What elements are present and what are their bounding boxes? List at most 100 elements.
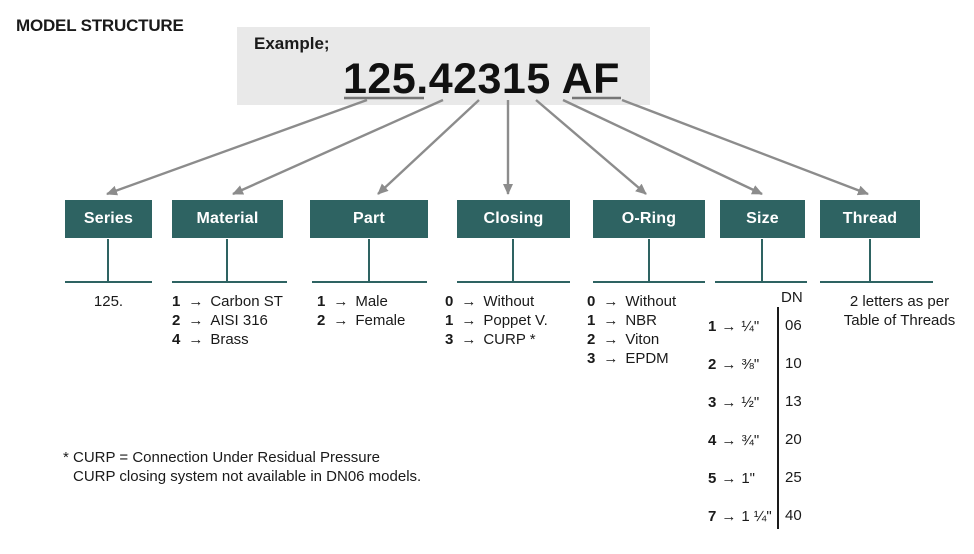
item-code: 4 bbox=[172, 331, 181, 348]
item-code: 5 bbox=[708, 469, 717, 487]
size-item: 4→¾" bbox=[708, 421, 772, 459]
box-part-label: Part bbox=[353, 210, 385, 227]
closing-list: 0 → Without 1 → Poppet V. 3→CURP * bbox=[445, 292, 548, 349]
item-code: 1 bbox=[587, 312, 596, 329]
item-code: 1 bbox=[445, 312, 454, 329]
thread-note-line1: 2 letters as per bbox=[849, 293, 950, 310]
list-item: 1→Male bbox=[317, 292, 405, 311]
arrow-glyph: → bbox=[721, 507, 737, 525]
item-desc: AISI 316 bbox=[210, 312, 268, 329]
dn-column-header: DN bbox=[781, 289, 803, 306]
arrow-glyph: → bbox=[603, 350, 619, 367]
dn-value: 13 bbox=[785, 393, 802, 410]
box-series: Series bbox=[65, 200, 152, 238]
arrow-glyph: → bbox=[721, 317, 737, 335]
arrow-glyph: → bbox=[721, 393, 737, 411]
box-oring-label: O-Ring bbox=[621, 210, 677, 227]
oring-list: 0 → Without 1 → NBR 2→Viton 3 → EPDM bbox=[587, 292, 676, 368]
item-code: 2 bbox=[708, 355, 717, 373]
item-code: 3 bbox=[587, 350, 596, 367]
list-item: 2→Viton bbox=[587, 330, 676, 349]
stem-bar-part bbox=[312, 281, 427, 283]
stem-series bbox=[107, 239, 109, 283]
dn-value: 06 bbox=[785, 317, 802, 334]
item-code: 0 bbox=[445, 293, 454, 310]
stem-bar-oring bbox=[593, 281, 705, 283]
arrow-glyph: → bbox=[461, 312, 477, 329]
stem-oring bbox=[648, 239, 650, 283]
arrow-to-size bbox=[562, 98, 763, 196]
box-part: Part bbox=[310, 200, 428, 238]
list-item: 2→Female bbox=[317, 311, 405, 330]
stem-part bbox=[368, 239, 370, 283]
size-value: 1" bbox=[741, 469, 756, 487]
box-thread-label: Thread bbox=[842, 210, 898, 227]
size-item: 2→⅜" bbox=[708, 345, 772, 383]
box-series-label: Series bbox=[83, 210, 134, 227]
thread-note: 2 letters as per Table of Threads bbox=[822, 292, 974, 330]
size-item: 5→1" bbox=[708, 459, 772, 497]
size-value: ½" bbox=[741, 393, 760, 411]
arrow-glyph: → bbox=[188, 312, 204, 329]
dn-value: 40 bbox=[785, 507, 802, 524]
arrow-glyph: → bbox=[721, 355, 737, 373]
item-code: 1 bbox=[317, 293, 326, 310]
arrow-to-series bbox=[106, 98, 368, 196]
example-label: Example; bbox=[254, 34, 330, 53]
arrow-glyph: → bbox=[333, 312, 349, 329]
curp-footnote: * CURP = Connection Under Residual Press… bbox=[63, 448, 421, 486]
item-desc: Poppet V. bbox=[483, 312, 548, 329]
arrow-glyph: → bbox=[603, 312, 619, 329]
item-desc: Without bbox=[625, 293, 677, 310]
item-code: 0 bbox=[587, 293, 596, 310]
item-code: 2 bbox=[587, 331, 596, 348]
list-item: 2 → AISI 316 bbox=[172, 311, 283, 330]
item-desc: Female bbox=[355, 312, 406, 329]
example-box: Example; 125.42315 AF bbox=[237, 27, 650, 105]
box-oring: O-Ring bbox=[593, 200, 705, 238]
box-thread: Thread bbox=[820, 200, 920, 238]
material-list: 1→Carbon ST 2→AISI 316 4→Brass bbox=[172, 292, 283, 349]
stem-bar-series bbox=[65, 281, 152, 283]
arrow-to-oring bbox=[535, 99, 647, 195]
stem-bar-thread bbox=[820, 281, 933, 283]
stem-bar-closing bbox=[457, 281, 570, 283]
arrow-to-material bbox=[232, 98, 444, 196]
item-desc: CURP * bbox=[483, 331, 536, 348]
arrow-to-thread bbox=[621, 98, 869, 196]
item-desc: NBR bbox=[625, 312, 658, 329]
stem-bar-material bbox=[172, 281, 287, 283]
page-title: MODEL STRUCTURE bbox=[16, 16, 184, 35]
box-material-label: Material bbox=[196, 210, 259, 227]
box-size-label: Size bbox=[746, 210, 779, 227]
item-code: 2 bbox=[172, 312, 181, 329]
arrow-glyph: → bbox=[721, 469, 737, 487]
item-desc: Brass bbox=[210, 331, 249, 348]
dn-value: 25 bbox=[785, 469, 802, 486]
size-list: 1→¼" 2→⅜" 3→½" 4→¾" 5→1" 7→1 ¼" bbox=[708, 307, 772, 535]
item-code: 4 bbox=[708, 431, 717, 449]
arrow-glyph: → bbox=[188, 331, 204, 348]
item-desc: Without bbox=[483, 293, 535, 310]
list-item: 1 → NBR bbox=[587, 311, 676, 330]
stem-size bbox=[761, 239, 763, 283]
size-table-divider bbox=[777, 307, 779, 529]
size-item: 7→1 ¼" bbox=[708, 497, 772, 535]
arrow-glyph: → bbox=[333, 293, 349, 310]
item-code: 1 bbox=[172, 293, 181, 310]
list-item: 3→CURP * bbox=[445, 330, 548, 349]
list-item: 1 → Poppet V. bbox=[445, 311, 548, 330]
box-closing-label: Closing bbox=[483, 210, 544, 227]
arrow-glyph: → bbox=[603, 293, 619, 310]
dn-value-list: 06 10 13 20 25 40 bbox=[785, 307, 802, 535]
item-desc: Viton bbox=[625, 331, 660, 348]
item-code: 3 bbox=[708, 393, 717, 411]
part-list: 1→Male 2→Female bbox=[317, 292, 405, 330]
stem-closing bbox=[512, 239, 514, 283]
box-material: Material bbox=[172, 200, 283, 238]
item-desc: EPDM bbox=[625, 350, 669, 367]
item-code: 1 bbox=[708, 317, 717, 335]
list-item: 3 → EPDM bbox=[587, 349, 676, 368]
size-value: ¼" bbox=[741, 317, 760, 335]
